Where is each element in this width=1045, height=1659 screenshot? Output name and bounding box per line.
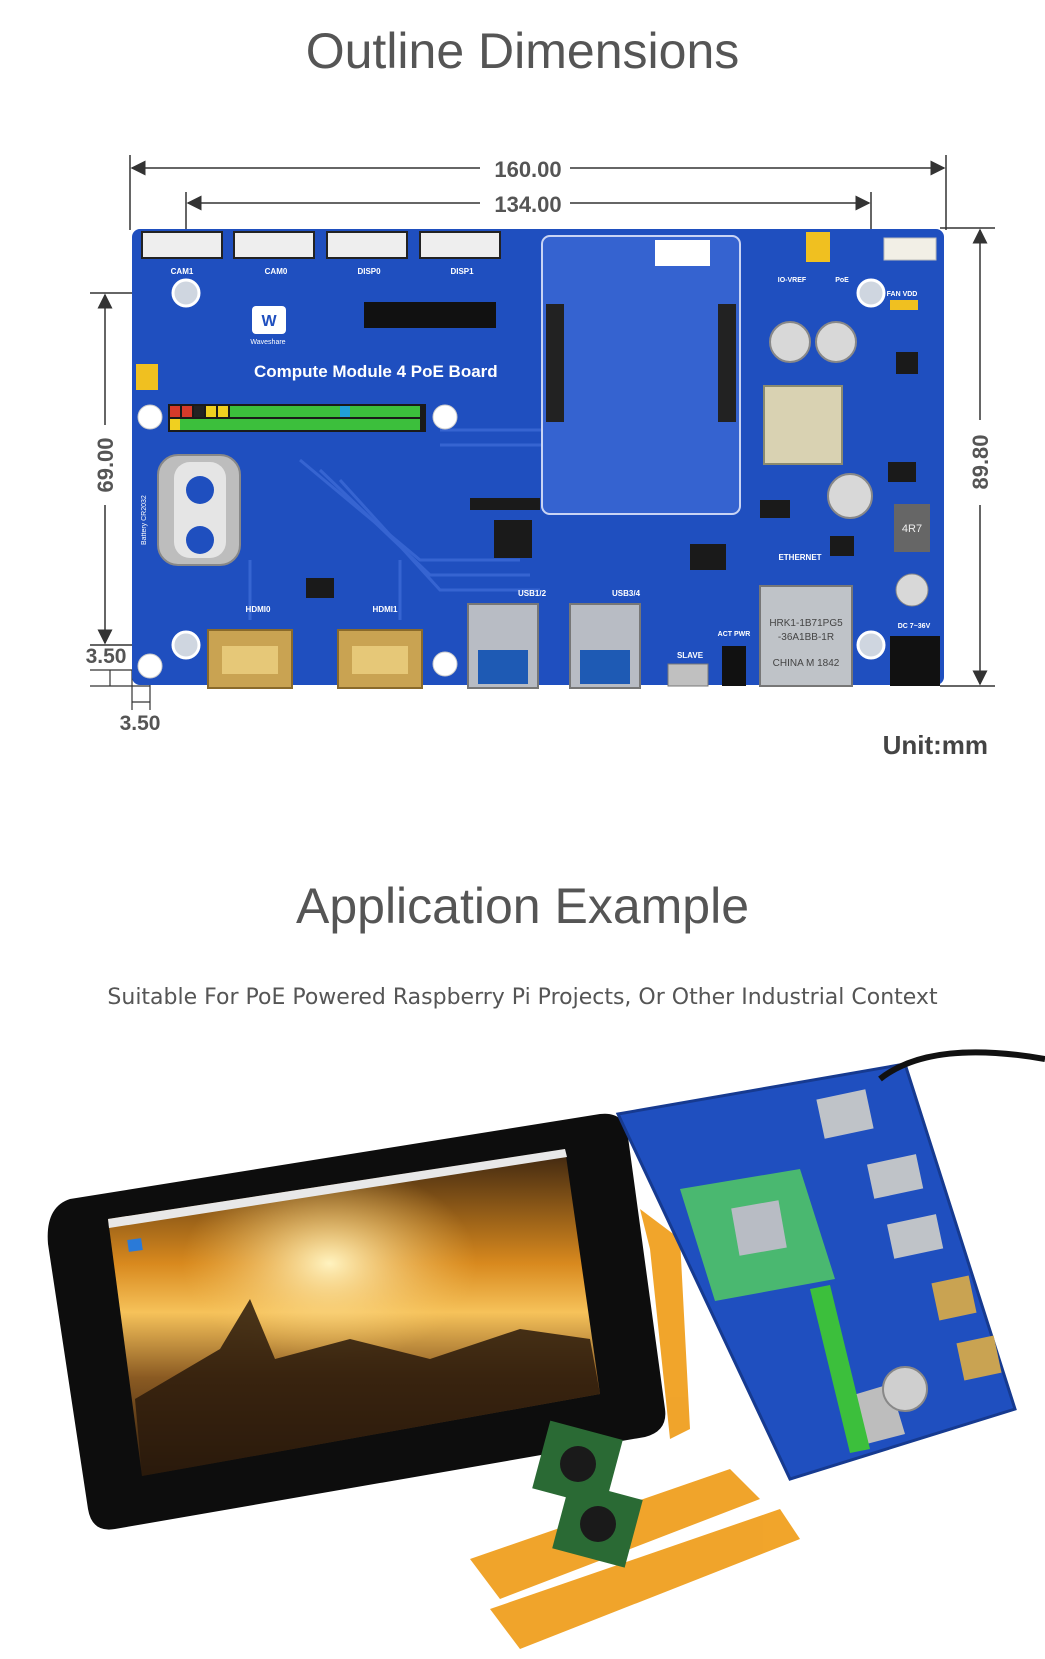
dim-inner-height-label: 69.00 xyxy=(93,437,118,492)
cm4-connector-left xyxy=(546,304,564,422)
label-disp0: DISP0 xyxy=(357,267,381,276)
label-poe: PoE xyxy=(835,277,849,284)
dimension-total-height: 89.80 xyxy=(940,227,995,687)
label-usb34: USB3/4 xyxy=(612,589,641,598)
label-fan-vdd: FAN VDD xyxy=(887,291,918,298)
label-dc: DC 7~36V xyxy=(898,623,931,630)
cm4-connector-right xyxy=(718,304,736,422)
camera-modules xyxy=(532,1420,643,1568)
pin-header xyxy=(364,302,496,328)
dim-offset-y-label: 3.50 xyxy=(86,645,127,668)
label-io-vref: IO-VREF xyxy=(778,277,807,284)
inductor-label: 4R7 xyxy=(902,523,922,535)
dimension-inner-width: 134.00 xyxy=(185,192,872,290)
label-cam1: CAM1 xyxy=(171,267,194,276)
label-disp1: DISP1 xyxy=(450,267,474,276)
dc-jack xyxy=(890,636,940,686)
application-photo xyxy=(47,1049,1045,1649)
desktop-taskbar xyxy=(108,1149,567,1228)
label-hdmi0: HDMI0 xyxy=(246,605,271,614)
rj45-text-1: HRK1-1B71PG5 xyxy=(769,618,843,629)
waveshare-logo: W Waveshare xyxy=(250,306,286,346)
dimension-total-width: 160.00 xyxy=(129,155,947,230)
application-title: Application Example xyxy=(295,878,750,934)
battery-holder: Battery CR2032 xyxy=(141,454,241,566)
board-chips xyxy=(306,352,918,598)
label-act-pwr: ACT PWR xyxy=(718,631,751,638)
outline-title: Outline Dimensions xyxy=(305,23,740,79)
usb-ports: USB1/2 USB3/4 xyxy=(467,589,641,689)
outline-diagram: 160.00 134.00 89.80 69.00 3.50 3.50 xyxy=(86,155,995,760)
micro-usb-slave xyxy=(667,663,709,687)
ethernet-jack: HRK1-1B71PG5 -36A1BB-1R CHINA M 1842 ETH… xyxy=(759,553,853,687)
unit-label: Unit:mm xyxy=(883,730,988,760)
fpc-connectors xyxy=(141,231,501,259)
application-board xyxy=(615,1062,1017,1481)
label-usb12: USB1/2 xyxy=(518,589,547,598)
dim-total-width-label: 160.00 xyxy=(494,157,561,182)
jumper-yellow xyxy=(136,364,158,390)
poe-power-section: 4R7 IO-VREF PoE FAN VDD xyxy=(763,232,937,607)
label-pad xyxy=(655,240,710,266)
power-cable xyxy=(878,1049,1045,1082)
label-hdmi1: HDMI1 xyxy=(373,605,398,614)
rj45-text-2: -36A1BB-1R xyxy=(778,632,834,643)
touch-display xyxy=(47,1113,666,1530)
led-switch xyxy=(722,646,746,686)
pagoda-silhouette xyxy=(135,1299,600,1476)
battery-label: Battery CR2032 xyxy=(141,495,148,545)
hdmi-ports: HDMI0 HDMI1 xyxy=(207,605,423,689)
label-ethernet: ETHERNET xyxy=(778,553,821,562)
label-slave: SLAVE xyxy=(677,651,704,660)
dim-offset-x-label: 3.50 xyxy=(120,712,161,735)
rj45-text-3: CHINA M 1842 xyxy=(773,658,840,669)
dim-total-height-label: 89.80 xyxy=(968,434,993,489)
brand-label: Waveshare xyxy=(250,339,285,346)
dim-inner-width-label: 134.00 xyxy=(494,192,561,217)
cm4-socket-area xyxy=(541,235,741,515)
board-name: Compute Module 4 PoE Board xyxy=(254,362,498,381)
application-subtitle: Suitable For PoE Powered Raspberry Pi Pr… xyxy=(107,985,938,1010)
label-cam0: CAM0 xyxy=(265,267,288,276)
gpio-header xyxy=(168,404,426,432)
poe-board: CAM1 CAM0 DISP0 DISP1 W Waveshare Comput… xyxy=(132,229,944,689)
svg-text:W: W xyxy=(261,313,277,330)
